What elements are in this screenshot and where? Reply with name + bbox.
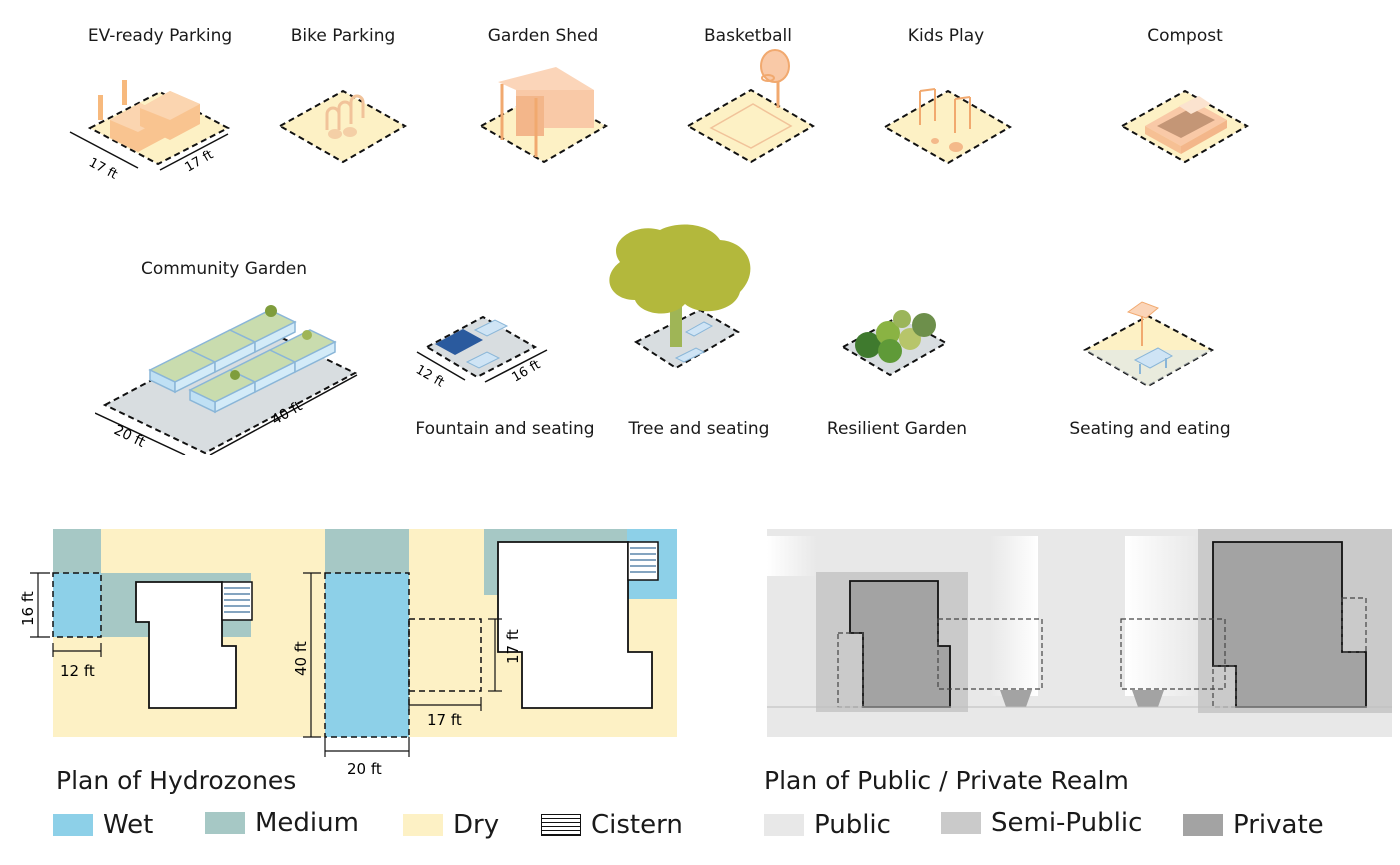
legend-cistern-label: Cistern [591,810,683,840]
legend-private-label: Private [1233,810,1324,840]
private-swatch [1183,814,1223,836]
garden-shed-label: Garden Shed [487,26,599,46]
hydro-dim-12: 12 ft [60,662,95,680]
bike-parking-label: Bike Parking [290,26,396,46]
legend-public: Public [764,810,891,840]
community-garden-label: Community Garden [140,259,308,279]
ev-parking-illustration: 17 ft 17 ft [69,80,231,180]
medium-swatch [205,812,245,834]
hydrozone-plan: 16 ft 12 ft 40 ft 20 ft 17 ft 17 ft [19,529,677,778]
kids-play-illustration [882,88,1012,165]
compost-illustration [1119,89,1250,164]
realm-plan [767,529,1392,737]
fountain-dim-b: 16 ft [510,357,544,385]
legend-semi-public-label: Semi-Public [991,808,1143,838]
legend-dry: Dry [403,810,499,840]
tree-illustration [609,224,751,370]
dry-swatch [403,814,443,836]
legend-cistern: Cistern [541,810,683,840]
legend-dry-label: Dry [453,810,500,840]
legend-semi-public: Semi-Public [941,808,1142,838]
seating-eating-label: Seating and eating [1069,419,1231,439]
legend-wet: Wet [53,810,153,840]
compost-label: Compost [1147,26,1223,46]
fountain-label: Fountain and seating [415,419,595,439]
hydro-dim-16: 16 ft [19,591,37,626]
hydro-dim-40: 40 ft [292,641,310,676]
garden-dim-a: 20 ft [111,422,148,451]
legend-medium-label: Medium [255,808,359,838]
resilient-garden-illustration [840,310,949,377]
hydro-dim-20: 20 ft [347,760,382,778]
hydro-dim-17-vertical: 17 ft [504,629,522,664]
realm-plan-title: Plan of Public / Private Realm [764,766,1129,795]
tree-label: Tree and seating [628,419,770,439]
public-swatch [764,814,804,836]
basketball-label: Basketball [704,26,792,46]
legend-wet-label: Wet [103,810,154,840]
community-garden-illustration: 20 ft 40 ft [95,305,358,455]
seating-eating-illustration [1082,301,1215,388]
kids-play-label: Kids Play [907,26,985,46]
hydro-dim-17-horizontal: 17 ft [427,711,462,729]
basketball-illustration [685,49,815,164]
ev-dim-b: 17 ft [183,147,217,175]
wet-swatch [53,814,93,836]
legend-private: Private [1183,810,1324,840]
ev-dim-a: 17 ft [86,155,120,180]
bike-parking-illustration [277,89,408,164]
legend-public-label: Public [814,810,891,840]
cistern-swatch [541,814,581,836]
fountain-illustration: 12 ft 16 ft [413,315,548,391]
resilient-garden-label: Resilient Garden [826,419,968,439]
semi-public-swatch [941,812,981,834]
ev-parking-label: EV-ready Parking [87,26,233,46]
hydrozone-plan-title: Plan of Hydrozones [56,766,297,795]
legend-medium: Medium [205,808,359,838]
garden-shed-illustration [478,67,609,164]
